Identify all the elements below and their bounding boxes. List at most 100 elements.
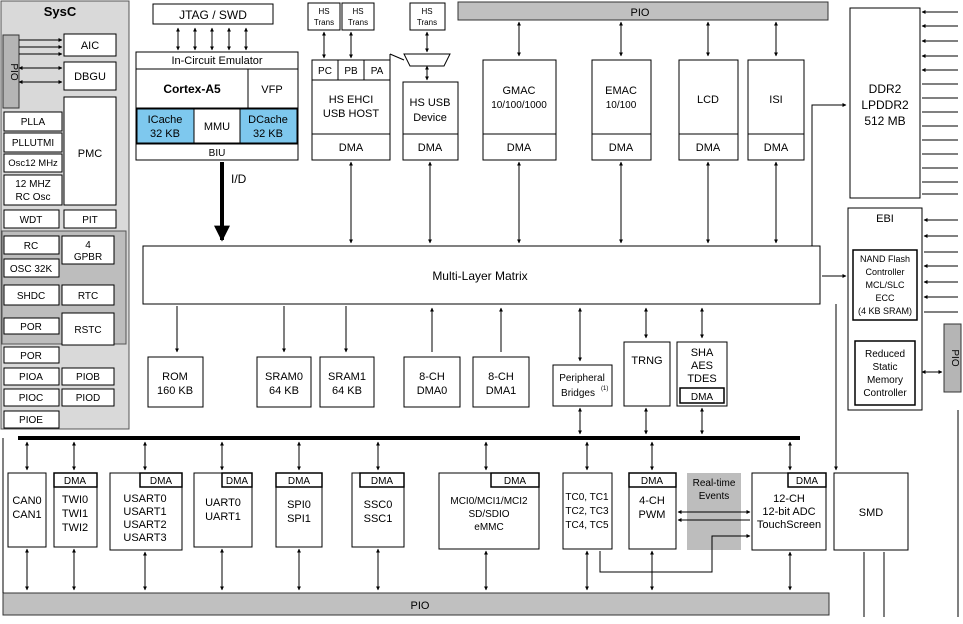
ssc-label-1: SSC0 [364,499,393,511]
usbdev-dma-label: DMA [418,142,443,154]
emac-dma-label: DMA [609,142,634,154]
spi-dma-label: DMA [288,476,311,487]
nand-label-4: ECC [875,293,895,303]
rte-label-1: Real-time [693,478,736,489]
ebi-label: EBI [876,213,894,225]
pio-top-label: PIO [631,7,650,19]
mci-dma-label: DMA [504,476,527,487]
gmac-label-2: 10/100/1000 [491,100,547,111]
twi-label-1: TWI0 [62,494,88,506]
gpbr-label-2: GPBR [74,252,102,263]
mci-label-3: eMMC [474,522,503,533]
bridges-footnote: (1) [601,386,608,392]
sysc-pio-label: PIO [8,63,19,80]
wdt-label: WDT [20,215,43,226]
pllutmi-label: PLLUTMI [12,138,54,149]
emac-label-1: EMAC [605,85,637,97]
dbgu-label: DBGU [74,71,106,83]
pwm-label-1: 4-CH [639,495,665,507]
uart-label-1: UART0 [205,497,241,509]
pioe-label: PIOE [19,415,43,426]
pmc-label: PMC [78,148,103,160]
smd-label: SMD [859,507,884,519]
emac-label-2: 10/100 [606,100,637,111]
usart-label-2: USART1 [123,506,166,518]
rte-label-2: Events [699,491,730,502]
rc12-label-1: 12 MHZ [15,179,51,190]
spi-label-1: SPI0 [287,499,311,511]
twi-dma-label: DMA [64,476,87,487]
smc-label-1: Reduced [865,349,905,360]
icache-label-2: 32 KB [150,128,180,140]
adc-label-3: TouchScreen [757,519,821,531]
pa-label: PA [371,66,384,77]
rom-label-1: ROM [162,371,188,383]
rc-label: RC [24,241,38,252]
ssc-dma-label: DMA [371,476,394,487]
usart-label-1: USART0 [123,493,166,505]
ehci-dma-label: DMA [339,142,364,154]
rtc-label: RTC [78,291,98,302]
tc-label-3: TC4, TC5 [565,520,609,531]
nand-label-5: (4 KB SRAM) [858,306,912,316]
spi-label-2: SPI1 [287,513,311,525]
sram1-label-2: 64 KB [332,385,362,397]
mmu-label: MMU [204,121,230,133]
gpbr-label-1: 4 [85,240,91,251]
osc12-label: Osc12 MHz [8,158,58,169]
dma1-label-2: DMA1 [486,385,517,397]
adc-dma-label: DMA [796,476,819,487]
icache-label-1: ICache [148,114,183,126]
piod-label: PIOD [76,393,100,404]
sysc-region: SysC PIO AIC DBGU PLLA PLLUTMI Osc12 MHz… [0,0,130,430]
ddr-label-2: LPDDR2 [861,98,909,112]
dma0-label-2: DMA0 [417,385,448,397]
hs-trans-b-1: HS [352,7,363,16]
twi-label-3: TWI2 [62,522,88,534]
sram1-label-1: SRAM1 [328,371,366,383]
gmac-dma-label: DMA [507,142,532,154]
memory-section: DDR2 LPDDR2 512 MB EBI NAND Flash Contro… [811,7,962,471]
uart-label-2: UART1 [205,511,241,523]
sha-dma-label: DMA [691,392,714,403]
pc-label: PC [318,66,332,77]
lcd-dma-label: DMA [696,142,721,154]
gmac-label-1: GMAC [503,85,536,97]
tc-label-2: TC2, TC3 [565,506,609,517]
smc-label-3: Memory [867,375,903,386]
nand-label-2: Controller [865,267,904,277]
pit-label: PIT [82,215,98,226]
mci-label-2: SD/SDIO [468,509,509,520]
cortex-label: Cortex-A5 [163,82,221,96]
pb-label: PB [344,66,358,77]
ehci-label-1: HS EHCI [329,94,374,106]
hs-trans-a-2: Trans [314,18,334,27]
sha-label-2: AES [691,360,713,372]
rc12-label-2: RC Osc [16,192,51,203]
can-label-1: CAN0 [12,495,41,507]
ice-label: In-Circuit Emulator [171,55,262,67]
lcd-label: LCD [697,94,719,106]
hs-trans-a-1: HS [318,7,329,16]
pioa-label: PIOA [19,372,43,383]
usb-section: HS Trans HS Trans HS Trans PC PB PA HS E… [307,2,459,244]
pwm-dma-label: DMA [641,476,664,487]
smc-label-2: Static [872,362,897,373]
por2-label: POR [20,351,42,362]
osc32k-label: OSC 32K [10,264,53,275]
hs-trans-c-2: Trans [417,18,437,27]
plla-label: PLLA [21,117,46,128]
usart-label-3: USART2 [123,519,166,531]
usart-label-4: USART3 [123,532,166,544]
pioc-label: PIOC [19,393,43,404]
can-label-2: CAN1 [12,509,41,521]
dcache-label-2: 32 KB [253,128,283,140]
trng-label: TRNG [631,355,662,367]
pio-bottom-label: PIO [411,600,430,612]
sha-label-3: TDES [687,373,716,385]
hs-trans-b-2: Trans [348,18,368,27]
por1-label: POR [20,322,42,333]
aic-label: AIC [81,40,99,52]
